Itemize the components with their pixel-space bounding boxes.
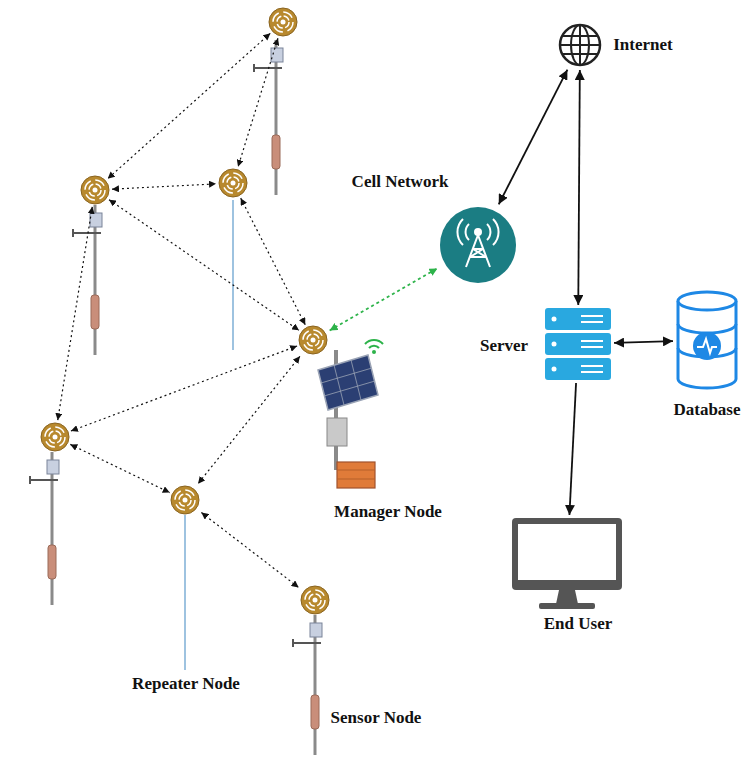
node-label: Internet <box>613 35 672 55</box>
gold-icon <box>299 326 327 354</box>
node-label: End User <box>544 614 612 634</box>
mesh-links <box>58 33 306 492</box>
mesh-link <box>109 200 299 331</box>
node-label: Server <box>480 336 528 356</box>
wifi-symbol <box>365 340 383 354</box>
sensor-node: Sensor Node <box>301 586 329 614</box>
manager-node: Manager Node <box>299 326 327 354</box>
database-icon <box>676 290 738 390</box>
node-label: Manager Node <box>334 502 442 522</box>
mesh-link <box>108 33 271 178</box>
mesh-node-icon <box>269 8 297 36</box>
mesh-icons <box>41 8 297 451</box>
monitor-icon <box>512 518 622 610</box>
mesh-link <box>238 38 278 167</box>
globe-icon <box>558 23 602 67</box>
mesh-node-icon <box>81 176 109 204</box>
gold-icon <box>301 586 329 614</box>
cell-network-node: Cell Network <box>440 207 516 283</box>
connector <box>201 513 298 588</box>
database-node: Database <box>676 290 738 390</box>
connector <box>614 341 673 343</box>
gold-icon <box>171 486 199 514</box>
manager-hardware <box>318 350 378 488</box>
node-label: Sensor Node <box>331 708 422 728</box>
mesh-link <box>71 346 297 431</box>
connector <box>578 70 580 305</box>
connector <box>330 268 438 330</box>
node-label: Repeater Node <box>132 674 240 694</box>
node-label: Cell Network <box>352 172 449 192</box>
server-node: Server <box>545 308 611 380</box>
sensor-poles <box>30 40 322 755</box>
mesh-link <box>241 198 306 325</box>
internet-node: Internet <box>558 23 602 67</box>
mesh-node-icon <box>41 423 69 451</box>
mesh-node-icon <box>219 169 247 197</box>
connector <box>569 383 576 515</box>
node-label: Database <box>673 400 740 420</box>
connector <box>499 70 568 205</box>
mesh-link <box>70 444 169 492</box>
mesh-link <box>112 184 216 189</box>
end-user-node: End User <box>512 518 622 610</box>
mesh-link <box>58 207 93 420</box>
cell-icon <box>440 207 516 283</box>
repeater-node: Repeater Node <box>171 486 199 514</box>
connector <box>198 356 300 483</box>
server-icon <box>545 308 611 380</box>
